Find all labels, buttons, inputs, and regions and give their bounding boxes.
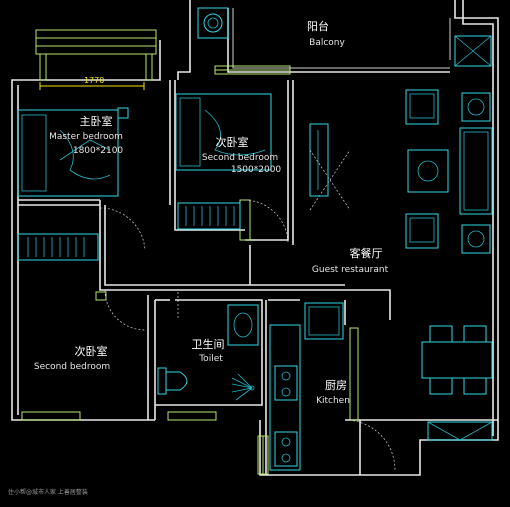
refrigerator-icon bbox=[304, 302, 344, 340]
wardrobe-top bbox=[177, 202, 241, 230]
single-bed-icon bbox=[175, 93, 272, 171]
second-bedroom-left-furniture bbox=[17, 233, 99, 261]
balcony-label-cn: 阳台 bbox=[307, 19, 329, 33]
windows bbox=[21, 29, 359, 475]
dining-table-icon bbox=[421, 341, 493, 379]
watermark: 住小帮@城市人家 上善居整装 bbox=[8, 488, 88, 496]
toilet-label-en: Toilet bbox=[198, 354, 223, 364]
kitchen-fixtures bbox=[269, 302, 344, 471]
walls bbox=[11, 0, 499, 476]
second-bedroom-left-label-en: Second bedroom bbox=[34, 362, 110, 372]
kitchen-label-en: Kitchen bbox=[316, 396, 350, 406]
armchair-top-icon bbox=[405, 89, 439, 125]
kitchen-counter bbox=[269, 324, 301, 471]
second-bedroom-top-label-en: Second bedroom bbox=[202, 153, 278, 163]
dimension-label: 1770 bbox=[84, 76, 104, 85]
kitchen-side-window bbox=[349, 327, 359, 421]
side-lamp-bottom-icon bbox=[461, 224, 491, 254]
wardrobe-left bbox=[17, 233, 99, 261]
room-labels: 阳台 Balcony 主卧室 Master bedroom 1800*2100 … bbox=[34, 19, 389, 406]
dining-furniture bbox=[421, 325, 493, 441]
side-lamp-top-icon bbox=[461, 92, 491, 122]
master-bedroom-label-cn: 主卧室 bbox=[80, 114, 113, 128]
toilet-label-cn: 卫生间 bbox=[192, 337, 225, 351]
dimension-line: 1770 bbox=[39, 76, 145, 90]
dining-chair-icon bbox=[463, 377, 487, 395]
sofa-icon bbox=[459, 127, 493, 215]
kitchen-label-cn: 厨房 bbox=[325, 379, 347, 392]
coffee-table-icon bbox=[407, 149, 449, 193]
dining-cabinet-icon bbox=[427, 421, 493, 441]
kitchen-sink-icon bbox=[274, 365, 298, 401]
guest-restaurant-label-cn: 客餐厅 bbox=[350, 246, 383, 260]
bedroom-window bbox=[21, 411, 81, 421]
balcony-label-en: Balcony bbox=[309, 38, 345, 48]
toilet-window bbox=[167, 411, 217, 421]
living-room-furniture bbox=[405, 35, 493, 254]
toilet-icon bbox=[157, 367, 167, 395]
master-bedroom-label-en: Master bedroom bbox=[49, 132, 123, 142]
washing-machine-icon bbox=[197, 7, 229, 39]
dining-chair-icon bbox=[463, 325, 487, 343]
guest-restaurant-label-en: Guest restaurant bbox=[312, 265, 389, 275]
dining-chair-icon bbox=[429, 377, 453, 395]
storage-cabinet-icon bbox=[454, 35, 492, 67]
master-bedroom-size: 1800*2100 bbox=[73, 146, 124, 156]
second-bedroom-top-size: 1500*2000 bbox=[231, 165, 282, 175]
armchair-bottom-icon bbox=[405, 213, 439, 249]
bay-window bbox=[35, 29, 157, 55]
second-bedroom-left-label-cn: 次卧室 bbox=[75, 344, 108, 358]
double-bed-icon bbox=[17, 109, 119, 197]
master-bedroom-furniture bbox=[17, 107, 129, 197]
balcony-fixtures bbox=[197, 7, 229, 39]
doors bbox=[99, 149, 396, 471]
stove-icon bbox=[274, 431, 298, 467]
tv-cabinet bbox=[309, 123, 329, 197]
wash-basin-icon bbox=[227, 304, 259, 346]
second-bedroom-top-label-cn: 次卧室 bbox=[216, 135, 249, 149]
toilet-fixtures bbox=[157, 304, 259, 401]
second-bedroom-top-furniture bbox=[175, 93, 329, 230]
dining-chair-icon bbox=[429, 325, 453, 343]
